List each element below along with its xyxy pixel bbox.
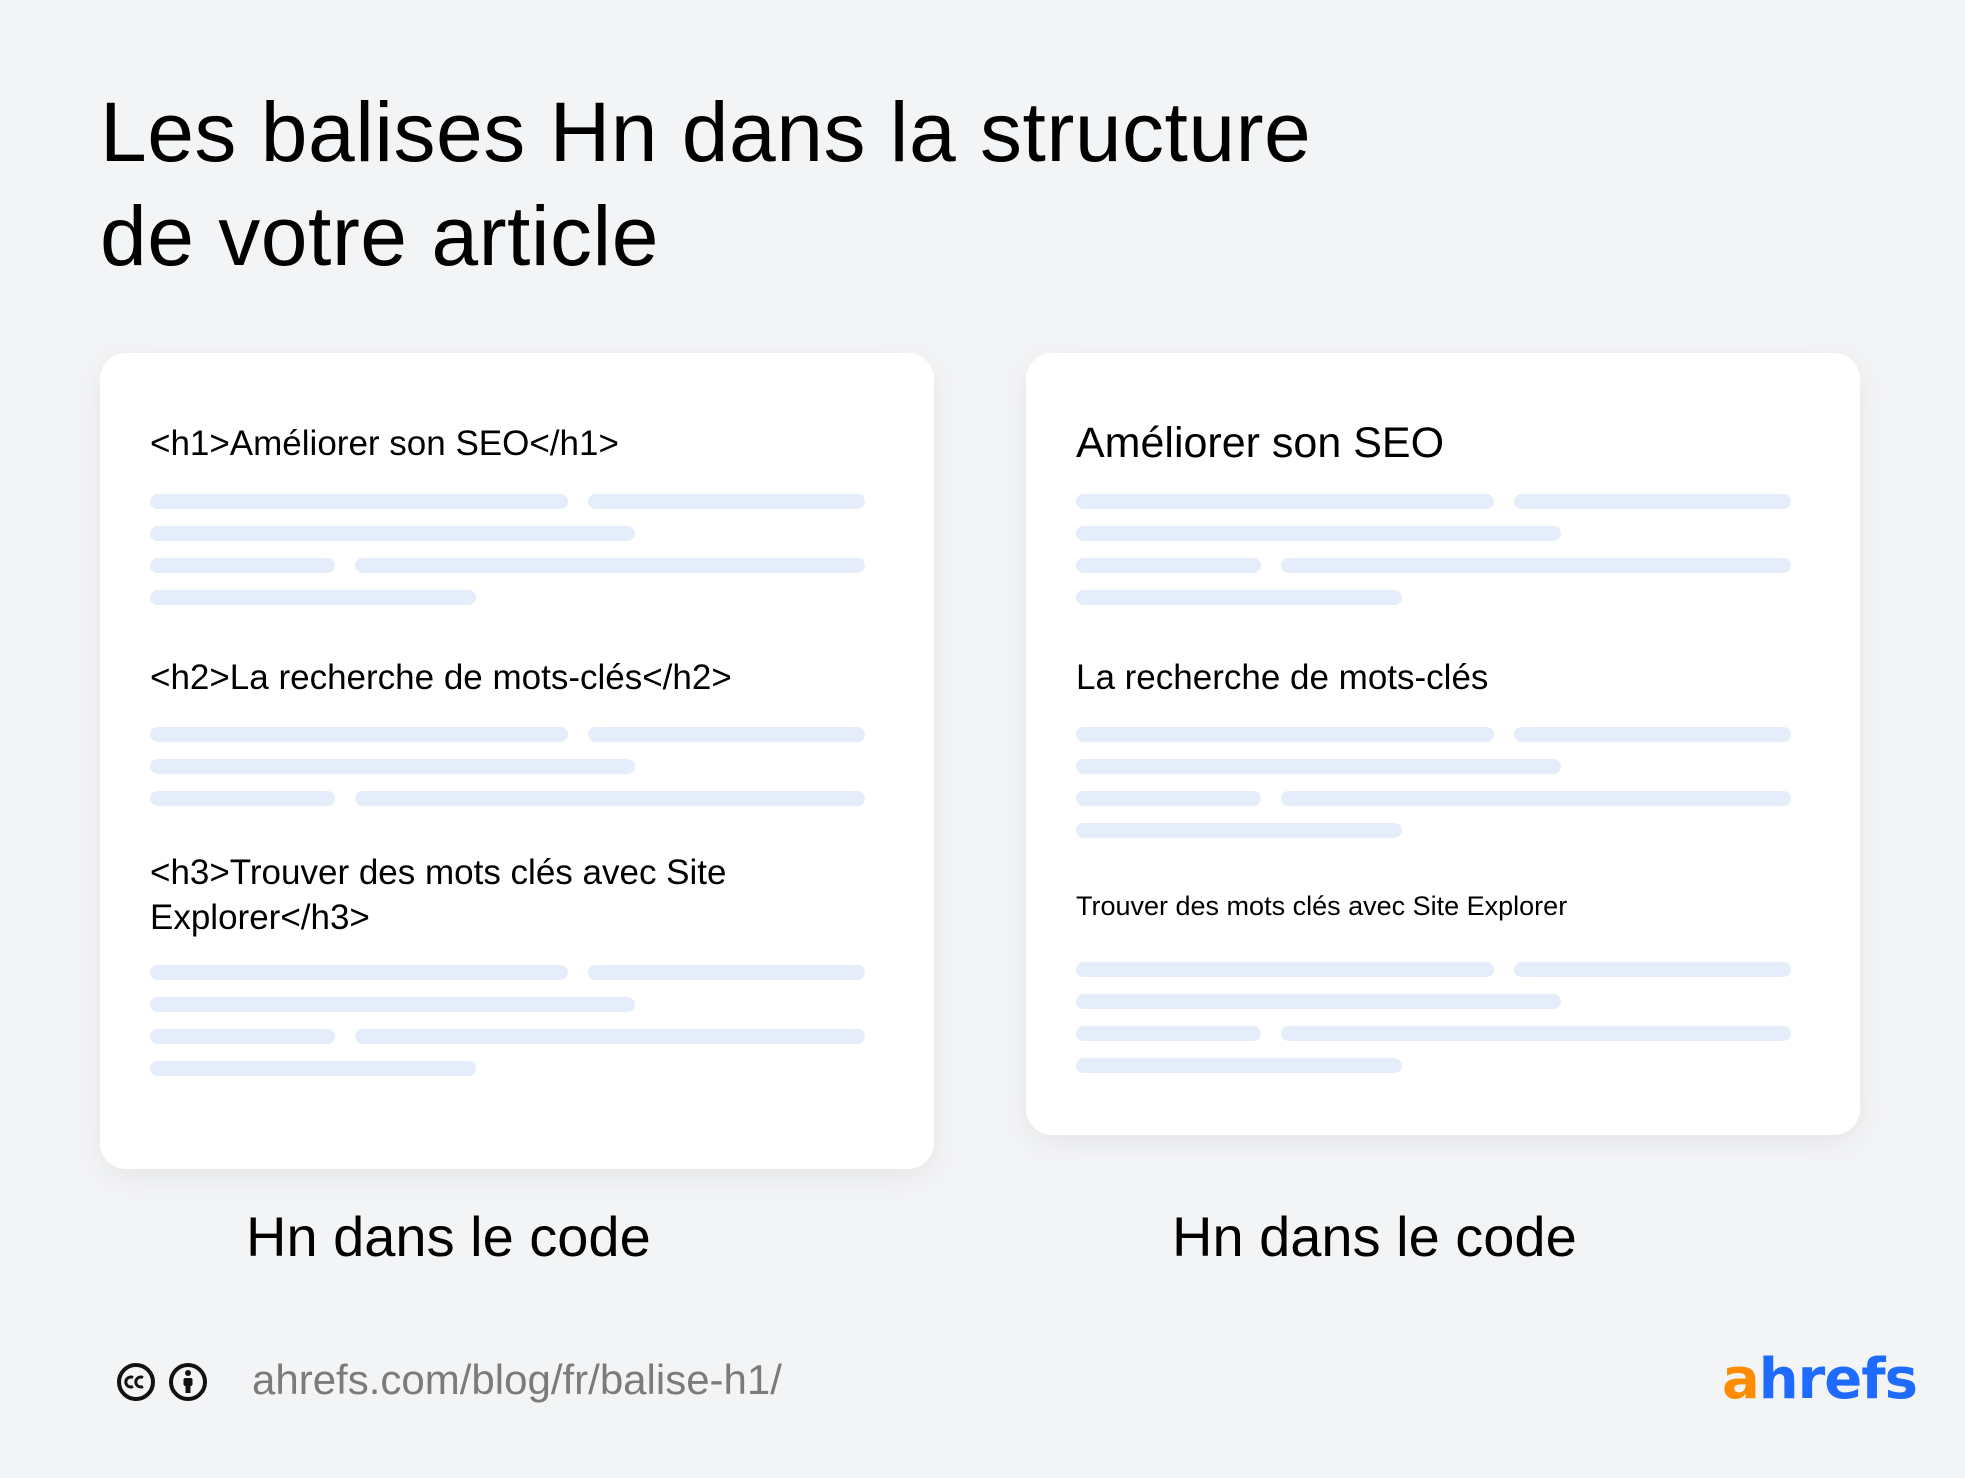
license-icons <box>116 1362 208 1406</box>
rendered-view-card: Améliorer son SEO La recherche de mots-c… <box>1026 353 1860 1135</box>
placeholder-line <box>1076 494 1494 509</box>
placeholder-line <box>1076 759 1561 774</box>
placeholder-line <box>1076 526 1561 541</box>
placeholder-line <box>1076 1026 1261 1041</box>
placeholder-line <box>150 1029 335 1044</box>
placeholder-line <box>150 791 335 806</box>
logo-part-hrefs: hrefs <box>1758 1347 1918 1412</box>
placeholder-text-block <box>150 727 865 807</box>
placeholder-line <box>355 1029 865 1044</box>
ahrefs-logo: ahrefs <box>1722 1347 1918 1412</box>
h3-code-label: <h3>Trouver des mots clés avec Site Expl… <box>150 853 727 937</box>
placeholder-line <box>150 727 568 742</box>
placeholder-text-block <box>1076 494 1791 606</box>
creative-commons-icon <box>117 1363 155 1401</box>
placeholder-line <box>1281 1026 1791 1041</box>
placeholder-line <box>1514 494 1791 509</box>
attribution-icon <box>169 1363 207 1401</box>
placeholder-line <box>150 997 635 1012</box>
placeholder-line <box>150 526 635 541</box>
source-url: ahrefs.com/blog/fr/balise-h1/ <box>252 1356 782 1403</box>
placeholder-line <box>1076 1058 1402 1073</box>
placeholder-line <box>150 558 335 573</box>
h3-rendered-heading: Trouver des mots clés avec Site Explorer <box>1076 891 1568 921</box>
placeholder-line <box>1281 558 1791 573</box>
h1-code-label: <h1>Améliorer son SEO</h1> <box>150 424 619 463</box>
page-title: Les balises Hn dans la structure de votr… <box>100 80 1311 288</box>
placeholder-line <box>1076 994 1561 1009</box>
placeholder-line <box>1076 791 1261 806</box>
placeholder-line <box>588 727 865 742</box>
placeholder-line <box>355 558 865 573</box>
placeholder-line <box>150 759 635 774</box>
title-line-1: Les balises Hn dans la structure <box>100 85 1312 179</box>
placeholder-line <box>1076 727 1494 742</box>
placeholder-line <box>1076 590 1402 605</box>
placeholder-line <box>355 791 865 806</box>
placeholder-line <box>1514 727 1791 742</box>
placeholder-line <box>1076 558 1261 573</box>
placeholder-line <box>1514 962 1791 977</box>
placeholder-text-block <box>150 494 865 606</box>
placeholder-line <box>1281 791 1791 806</box>
h2-rendered-heading: La recherche de mots-clés <box>1076 658 1489 697</box>
placeholder-line <box>150 1061 476 1076</box>
placeholder-line <box>150 494 568 509</box>
code-view-card: <h1>Améliorer son SEO</h1> <h2>La recher… <box>100 353 934 1169</box>
placeholder-text-block <box>1076 962 1791 1074</box>
placeholder-line <box>1076 823 1402 838</box>
right-card-caption: Hn dans le code <box>1172 1205 1577 1268</box>
placeholder-line <box>588 494 865 509</box>
logo-part-a: a <box>1722 1347 1760 1412</box>
placeholder-line <box>588 965 865 980</box>
placeholder-line <box>150 965 568 980</box>
title-line-2: de votre article <box>100 189 659 283</box>
h1-rendered-heading: Améliorer son SEO <box>1076 419 1445 467</box>
left-card-caption: Hn dans le code <box>246 1205 651 1268</box>
placeholder-line <box>150 590 476 605</box>
placeholder-text-block <box>150 965 865 1077</box>
placeholder-line <box>1076 962 1494 977</box>
placeholder-text-block <box>1076 727 1791 839</box>
h2-code-label: <h2>La recherche de mots-clés</h2> <box>150 658 732 697</box>
